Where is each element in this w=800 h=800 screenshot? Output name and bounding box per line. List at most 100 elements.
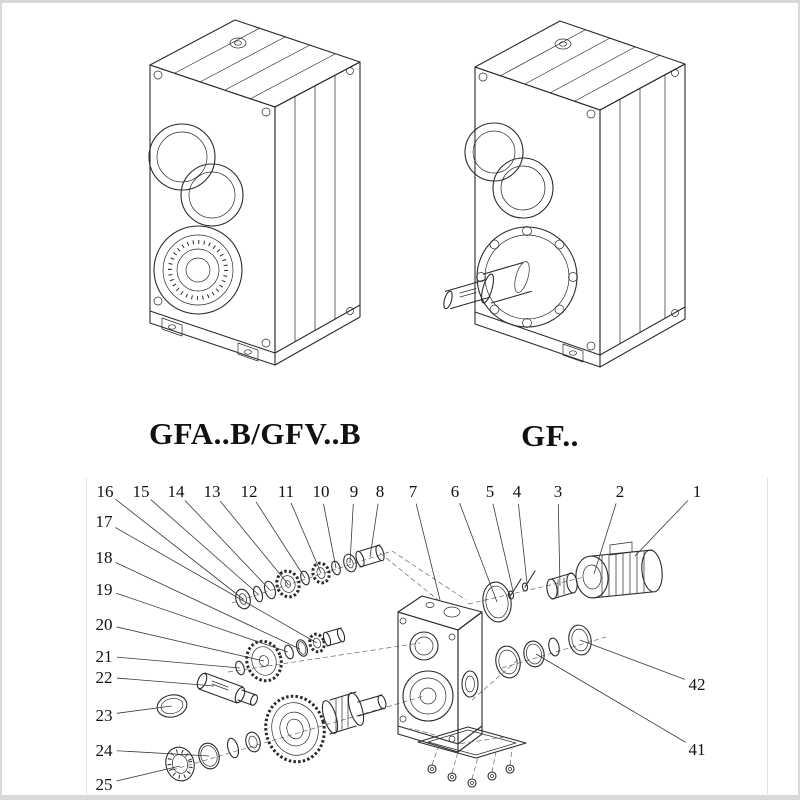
model-label-left: GFA..B/GFV..B [148, 416, 362, 451]
model-label-right: GF.. [521, 418, 579, 453]
cooling-ribs-top [499, 29, 661, 102]
output-bearing [153, 225, 243, 315]
upper-bore [148, 123, 216, 191]
callout-number-8: 8 [376, 482, 385, 501]
callout-number-7: 7 [409, 482, 418, 501]
cover-bolt [447, 772, 457, 782]
callout-leader-2 [593, 503, 617, 575]
callout-leader-3 [557, 503, 561, 587]
callout-number-15: 15 [133, 482, 150, 501]
side-ribs [619, 74, 666, 345]
callout-leader-17 [115, 527, 318, 644]
callout-number-14: 14 [168, 482, 186, 501]
coupling-pinion [546, 572, 578, 600]
callout-number-11: 11 [278, 482, 294, 501]
washer [226, 737, 240, 759]
callout-number-2: 2 [616, 482, 625, 501]
callout-leader-24 [116, 750, 210, 757]
motor-cooling-ribs [601, 550, 645, 598]
pinion-shaft [321, 691, 387, 735]
callout-leader-22 [116, 677, 215, 687]
callout-leader-21 [116, 656, 241, 669]
callout-leader-6 [459, 503, 498, 603]
washer [284, 644, 294, 660]
callout-number-41: 41 [689, 740, 706, 759]
callout-number-25: 25 [96, 775, 113, 794]
callout-number-20: 20 [96, 615, 113, 634]
mounting-foot [562, 343, 584, 363]
assembly-axis-lines [171, 550, 607, 771]
housing-lower-bore [402, 670, 454, 722]
callout-leader-8 [369, 503, 379, 558]
cooling-ribs-top [174, 27, 336, 100]
output-shaft [443, 261, 532, 310]
callout-number-3: 3 [554, 482, 563, 501]
output-flange [476, 226, 578, 328]
base [474, 306, 686, 368]
shaft-stub [322, 627, 346, 647]
bolt [521, 570, 536, 592]
callout-leader-14 [184, 500, 271, 591]
callout-number-16: 16 [97, 482, 114, 501]
circlip [263, 580, 277, 600]
cover-bolt [487, 771, 497, 781]
washer [252, 585, 264, 603]
callout-leader-1 [634, 500, 689, 557]
oil-plug [229, 37, 247, 49]
exploded-view: 1615141312111098765432117181920212223242… [96, 482, 706, 794]
callout-number-5: 5 [486, 482, 495, 501]
end-cap [235, 588, 251, 610]
second-bore [180, 163, 244, 227]
small-gear [311, 561, 331, 585]
base [149, 304, 361, 366]
output-shaft-part [196, 672, 259, 706]
callout-leader-12 [255, 501, 306, 579]
shim-rings [495, 624, 592, 679]
callout-leader-9 [349, 503, 354, 564]
callout-number-21: 21 [96, 647, 113, 666]
callout-number-23: 23 [96, 706, 113, 725]
output-gear [264, 694, 326, 764]
housing-upper-bore [409, 631, 439, 661]
callout-number-13: 13 [204, 482, 221, 501]
mounting-feet [161, 317, 259, 362]
callout-number-4: 4 [513, 482, 522, 501]
output-gear-parts [165, 691, 387, 782]
spacer [300, 570, 310, 586]
circlip [198, 742, 220, 770]
intermediate-gear-parts [235, 627, 346, 683]
callout-leader-10 [323, 503, 337, 569]
small-gear [308, 632, 326, 654]
callout-number-42: 42 [689, 675, 706, 694]
ball-bearing [165, 746, 195, 782]
upper-bore [464, 122, 524, 182]
callout-leader-25 [116, 765, 181, 782]
callout-leader-42 [579, 639, 685, 680]
callout-leader-41 [535, 653, 687, 743]
callout-leader-23 [116, 705, 173, 714]
callout-leader-4 [518, 503, 528, 584]
page-edge-right [798, 0, 800, 800]
callout-number-22: 22 [96, 668, 113, 687]
cover-bolt [427, 764, 437, 774]
diagram-margin-line-left [86, 478, 87, 796]
washer [331, 560, 341, 576]
cover-bolt [505, 764, 515, 774]
callout-number-10: 10 [313, 482, 330, 501]
callout-number-9: 9 [350, 482, 359, 501]
terminal-box [609, 541, 633, 556]
bolt [507, 578, 522, 600]
side-ribs [294, 74, 336, 342]
gasket [482, 581, 512, 623]
washer [235, 660, 245, 676]
page-edge-bottom [0, 795, 800, 800]
diagram-margin-line-right [767, 478, 768, 796]
spacer-ring [245, 731, 261, 753]
page-edge-left [0, 0, 2, 800]
circlip [296, 639, 308, 657]
page-edge-top [0, 0, 800, 3]
second-bore [492, 157, 554, 219]
